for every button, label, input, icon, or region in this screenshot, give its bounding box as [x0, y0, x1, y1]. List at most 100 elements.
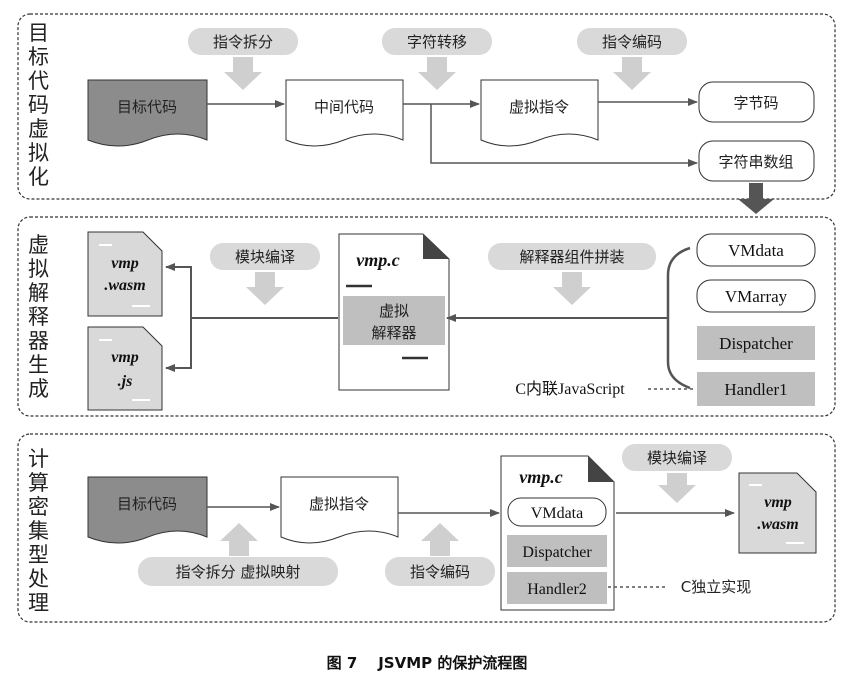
- box-handler2: Handler2: [507, 572, 607, 604]
- svg-text:虚: 虚: [28, 117, 49, 141]
- box-dispatcher: Dispatcher: [697, 326, 815, 360]
- svg-text:虚: 虚: [28, 233, 49, 257]
- svg-text:解释器: 解释器: [371, 324, 416, 342]
- box-string-array: 字符串数组: [698, 140, 815, 182]
- svg-text:指令拆分: 指令拆分: [213, 33, 273, 51]
- svg-text:指令编码: 指令编码: [410, 563, 470, 581]
- pill-split-virtual-map: 指令拆分 虚拟映射: [138, 557, 338, 586]
- svg-text:vmp: vmp: [111, 255, 139, 272]
- svg-text:VMarray: VMarray: [725, 287, 788, 306]
- svg-text:解释器组件拼装: 解释器组件拼装: [519, 248, 624, 266]
- pill-interpreter-assemble: 解释器组件拼装: [488, 243, 656, 305]
- box-bytecode: 字节码: [698, 81, 815, 123]
- svg-text:目: 目: [28, 21, 49, 45]
- pill-char-transfer: 字符转移: [382, 28, 492, 90]
- svg-text:解: 解: [28, 281, 49, 305]
- svg-text:理: 理: [28, 591, 49, 615]
- box-vmdata: VMdata: [696, 233, 816, 267]
- file-vmp-wasm-3: vmp .wasm: [738, 472, 817, 554]
- svg-text:型: 型: [28, 543, 49, 567]
- svg-text:Handler2: Handler2: [527, 581, 587, 598]
- box-vmdata-3: VMdata: [507, 497, 607, 527]
- note-c-inline-js: C内联JavaScript: [515, 380, 696, 398]
- section-2-label: 虚 拟 解 释 器 生 成: [28, 233, 49, 401]
- svg-text:密: 密: [28, 495, 49, 519]
- box-vmarray: VMarray: [696, 279, 816, 313]
- section-3-label: 计 算 密 集 型 处 理: [28, 447, 49, 615]
- svg-text:vmp.c: vmp.c: [519, 467, 562, 487]
- svg-text:.wasm: .wasm: [757, 516, 798, 533]
- down-arrow-icon: [224, 57, 262, 90]
- section-frame-1: [17, 13, 836, 200]
- svg-text:vmp: vmp: [111, 349, 139, 366]
- section-frame-2: [17, 216, 836, 417]
- down-arrow-icon: [658, 473, 696, 503]
- svg-text:释: 释: [28, 305, 49, 329]
- file-vmp-c: vmp.c 虚拟 解释器: [338, 233, 450, 391]
- up-arrow-icon: [421, 523, 459, 556]
- down-arrow-icon: [738, 183, 774, 214]
- svg-text:器: 器: [28, 329, 49, 353]
- down-arrow-icon: [246, 272, 284, 305]
- svg-text:Handler1: Handler1: [724, 380, 787, 399]
- doc-virtual-instruction-3: 虚拟指令: [280, 476, 399, 544]
- doc-virtual-instruction: 虚拟指令: [480, 79, 599, 147]
- pill-instruction-encode: 指令编码: [577, 28, 687, 90]
- up-arrow-icon: [220, 523, 258, 556]
- file-vmp-js: vmp .js: [87, 326, 163, 411]
- pill-instruction-split: 指令拆分: [188, 28, 298, 90]
- svg-text:拟: 拟: [28, 257, 49, 281]
- svg-text:vmp: vmp: [764, 494, 792, 511]
- svg-text:模块编译: 模块编译: [647, 449, 707, 467]
- down-arrow-icon: [418, 57, 456, 90]
- arrow: [165, 318, 192, 372]
- pill-module-compile: 模块编译: [210, 243, 320, 305]
- file-vmp-wasm: vmp .wasm: [87, 231, 163, 317]
- components-bracket: [666, 246, 691, 390]
- down-arrow-icon: [553, 272, 591, 305]
- svg-text:集: 集: [28, 519, 49, 543]
- svg-text:虚拟: 虚拟: [379, 302, 409, 320]
- svg-text:指令编码: 指令编码: [602, 33, 662, 51]
- svg-text:VMdata: VMdata: [728, 241, 784, 260]
- doc-target-code-3: 目标代码: [87, 476, 208, 544]
- svg-text:目标代码: 目标代码: [117, 98, 177, 116]
- svg-text:虚拟指令: 虚拟指令: [309, 495, 369, 513]
- figure-caption: 图 7 JSVMP 的保护流程图: [327, 654, 528, 672]
- file-vmp-c-3: vmp.c: [500, 455, 615, 611]
- pill-instruction-encode-3: 指令编码: [385, 557, 495, 586]
- svg-text:虚拟指令: 虚拟指令: [509, 98, 569, 116]
- svg-text:代: 代: [28, 69, 49, 93]
- svg-text:生: 生: [28, 353, 49, 377]
- svg-text:成: 成: [28, 377, 49, 401]
- section-1-label: 目 标 代 码 虚 拟 化: [28, 21, 49, 189]
- pill-module-compile-3: 模块编译: [622, 444, 732, 503]
- svg-text:拟: 拟: [28, 141, 49, 165]
- svg-text:计: 计: [28, 447, 49, 471]
- arrow: [430, 104, 698, 167]
- svg-text:指令拆分 虚拟映射: 指令拆分 虚拟映射: [176, 563, 301, 581]
- section-frame-3: [17, 433, 836, 623]
- doc-target-code: 目标代码: [87, 79, 208, 147]
- svg-text:字符串数组: 字符串数组: [718, 153, 793, 171]
- svg-text:目标代码: 目标代码: [117, 495, 177, 513]
- doc-middle-code: 中间代码: [285, 79, 404, 147]
- svg-text:中间代码: 中间代码: [314, 98, 374, 116]
- svg-text:码: 码: [28, 93, 49, 117]
- svg-text:处: 处: [28, 567, 49, 591]
- down-arrow-icon: [613, 57, 651, 90]
- svg-text:vmp.c: vmp.c: [356, 250, 399, 270]
- note-c-standalone: C独立实现: [608, 578, 751, 596]
- svg-text:.wasm: .wasm: [104, 277, 145, 294]
- arrow: [165, 263, 338, 319]
- svg-text:.js: .js: [118, 373, 133, 390]
- svg-text:字节码: 字节码: [733, 94, 778, 112]
- box-handler1: Handler1: [697, 372, 815, 406]
- svg-text:化: 化: [28, 165, 49, 189]
- svg-text:C内联JavaScript: C内联JavaScript: [515, 380, 625, 398]
- svg-text:模块编译: 模块编译: [235, 248, 295, 266]
- svg-text:字符转移: 字符转移: [407, 33, 467, 51]
- box-dispatcher-3: Dispatcher: [507, 535, 607, 567]
- svg-text:VMdata: VMdata: [531, 505, 583, 522]
